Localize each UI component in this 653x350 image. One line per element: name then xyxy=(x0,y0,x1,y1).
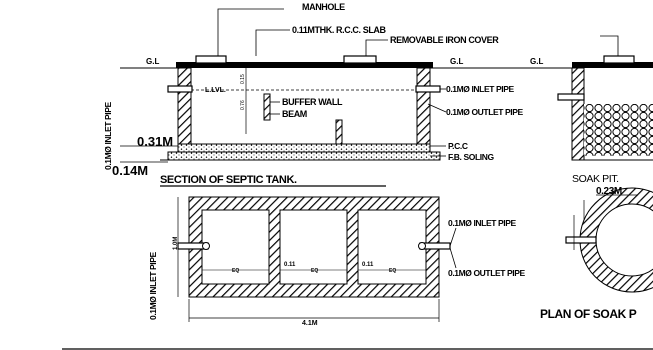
llvl-label: L.LVL. xyxy=(205,87,226,94)
plan-eq-1: EQ xyxy=(232,268,239,274)
soak-pit-plan-inlet xyxy=(565,236,597,244)
soak-pit-inlet xyxy=(557,93,585,101)
right-wall xyxy=(416,67,431,145)
fb-soling-label: F.B. SOLING xyxy=(448,152,494,162)
plan-chamber-2 xyxy=(279,209,348,285)
dim-014-label: 0.14M xyxy=(112,163,148,178)
beam xyxy=(335,119,343,145)
plan-vertical-inlet-label: 0.1MØ INLET PIPE xyxy=(148,252,158,320)
manhole-label: MANHOLE xyxy=(302,2,345,12)
plan-chamber-3 xyxy=(357,209,427,285)
soak-pit-slab xyxy=(572,62,653,68)
plan-length-label: 4.1M xyxy=(302,320,318,327)
soak-pit-wall xyxy=(571,67,585,161)
section-outlet-pipe xyxy=(415,85,441,93)
plan-outlet-label: 0.1MØ OUTLET PIPE xyxy=(448,268,526,278)
section-title: SECTION OF SEPTIC TANK. xyxy=(160,174,297,186)
soak-pit-cover xyxy=(603,55,635,64)
plan-eq-2: EQ xyxy=(311,268,318,274)
soak-pit: SOAK PIT. 0.23M PLAN OF SOAK P xyxy=(540,35,653,321)
manhole-cover xyxy=(195,55,227,64)
left-wall xyxy=(177,67,192,145)
removable-cover-label: REMOVABLE IRON COVER xyxy=(390,35,499,45)
gl-mid-label: G.L xyxy=(450,57,463,66)
septic-tank-plan: 0.1MØ INLET PIPE 0.1MØ OUTLET PIPE 4.1M … xyxy=(148,196,526,327)
soak-pit-dim: 0.23M xyxy=(596,186,622,197)
removable-cover xyxy=(343,55,377,64)
plan-inlet-label: 0.1MØ INLET PIPE xyxy=(448,218,516,228)
plan-eq-3: EQ xyxy=(389,268,396,274)
plan-chamber-1 xyxy=(201,209,270,285)
plan-wall-label-1: 0.11 xyxy=(284,262,296,268)
beam-label: BEAM xyxy=(282,109,307,119)
rcc-slab xyxy=(176,62,433,68)
gl-left-label: G.L xyxy=(146,57,159,66)
section-outlet-label: 0.1MØ OUTLET PIPE xyxy=(446,107,524,117)
plan-wall-label-2: 0.11 xyxy=(362,262,374,268)
plan-width-label: 1.0M xyxy=(173,237,179,250)
gl-right-label: G.L xyxy=(530,57,543,66)
section-inlet-label: 0.1MØ INLET PIPE xyxy=(446,84,514,94)
dim-031-label: 0.31M xyxy=(137,134,173,149)
dim-small-2: 0.76 xyxy=(240,100,246,110)
slab-label: 0.11MTHK. R.C.C. SLAB xyxy=(292,25,387,35)
pcc-label: P.C.C xyxy=(448,141,468,151)
buffer-wall-label: BUFFER WALL xyxy=(282,97,343,107)
section-inlet-pipe xyxy=(167,85,193,93)
soak-pit-title: SOAK PIT. xyxy=(572,173,619,185)
soak-pit-plan-title: PLAN OF SOAK P xyxy=(540,307,637,321)
soling-layer xyxy=(167,151,441,161)
buffer-wall xyxy=(263,93,271,121)
septic-tank-section: MANHOLE 0.11MTHK. R.C.C. SLAB REMOVABLE … xyxy=(103,2,560,187)
soak-pit-rubble xyxy=(584,104,653,156)
section-vertical-inlet-label: 0.1MØ INLET PIPE xyxy=(103,102,113,170)
pcc-layer xyxy=(177,143,431,153)
dim-small-1: 0.15 xyxy=(240,74,246,84)
